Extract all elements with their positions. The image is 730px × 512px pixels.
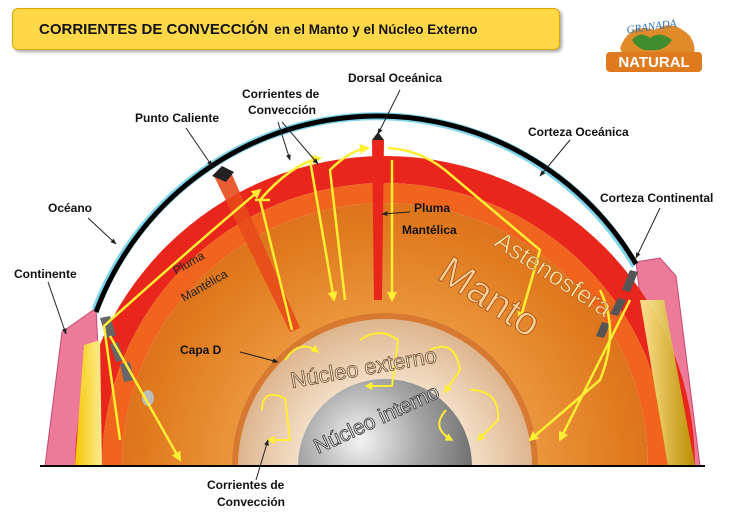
- hot-spot-volcano: [212, 166, 234, 182]
- pluma-right-label-2: Mantélica: [402, 223, 457, 237]
- subducting-slab-left: [100, 316, 154, 406]
- oceanic-crust: [93, 113, 639, 313]
- corrientes-top-label-1: Corrientes de: [242, 87, 320, 101]
- corteza-oceanica-label: Corteza Oceánica: [528, 125, 629, 139]
- corrientes-bottom-label-1: Corrientes de: [207, 478, 285, 492]
- title-main: CORRIENTES DE CONVECCIÓN: [39, 20, 269, 38]
- ridge-notch: [372, 132, 384, 140]
- mantle-side-left: [75, 340, 102, 466]
- subducting-slab-right: [596, 270, 638, 338]
- granada-natural-logo: NATURAL GRANADA: [606, 18, 703, 82]
- logo-natural-text: NATURAL: [618, 54, 689, 71]
- outer-core-convection-arrows: [261, 332, 500, 444]
- inner-core: [298, 379, 472, 466]
- capa-d-label: Capa D: [180, 343, 222, 357]
- corteza-continental-label: Corteza Continental: [600, 191, 713, 205]
- corrientes-top-label-2: Convección: [248, 103, 316, 117]
- ridge-plume: [372, 140, 384, 300]
- punto-caliente-label: Punto Caliente: [135, 111, 219, 125]
- title-box: CORRIENTES DE CONVECCIÓN en el Manto y e…: [12, 8, 560, 50]
- continente-label: Continente: [14, 267, 77, 281]
- dorsal-label: Dorsal Oceánica: [348, 71, 442, 85]
- label-pointer-lines: [47, 89, 661, 481]
- title-subtitle: en el Manto y el Núcleo Externo: [274, 21, 478, 37]
- corrientes-bottom-label-2: Convección: [217, 495, 285, 509]
- pluma-right-label-1: Pluma: [414, 201, 450, 215]
- oceano-label: Océano: [48, 201, 92, 215]
- mantle-side-right: [640, 300, 695, 466]
